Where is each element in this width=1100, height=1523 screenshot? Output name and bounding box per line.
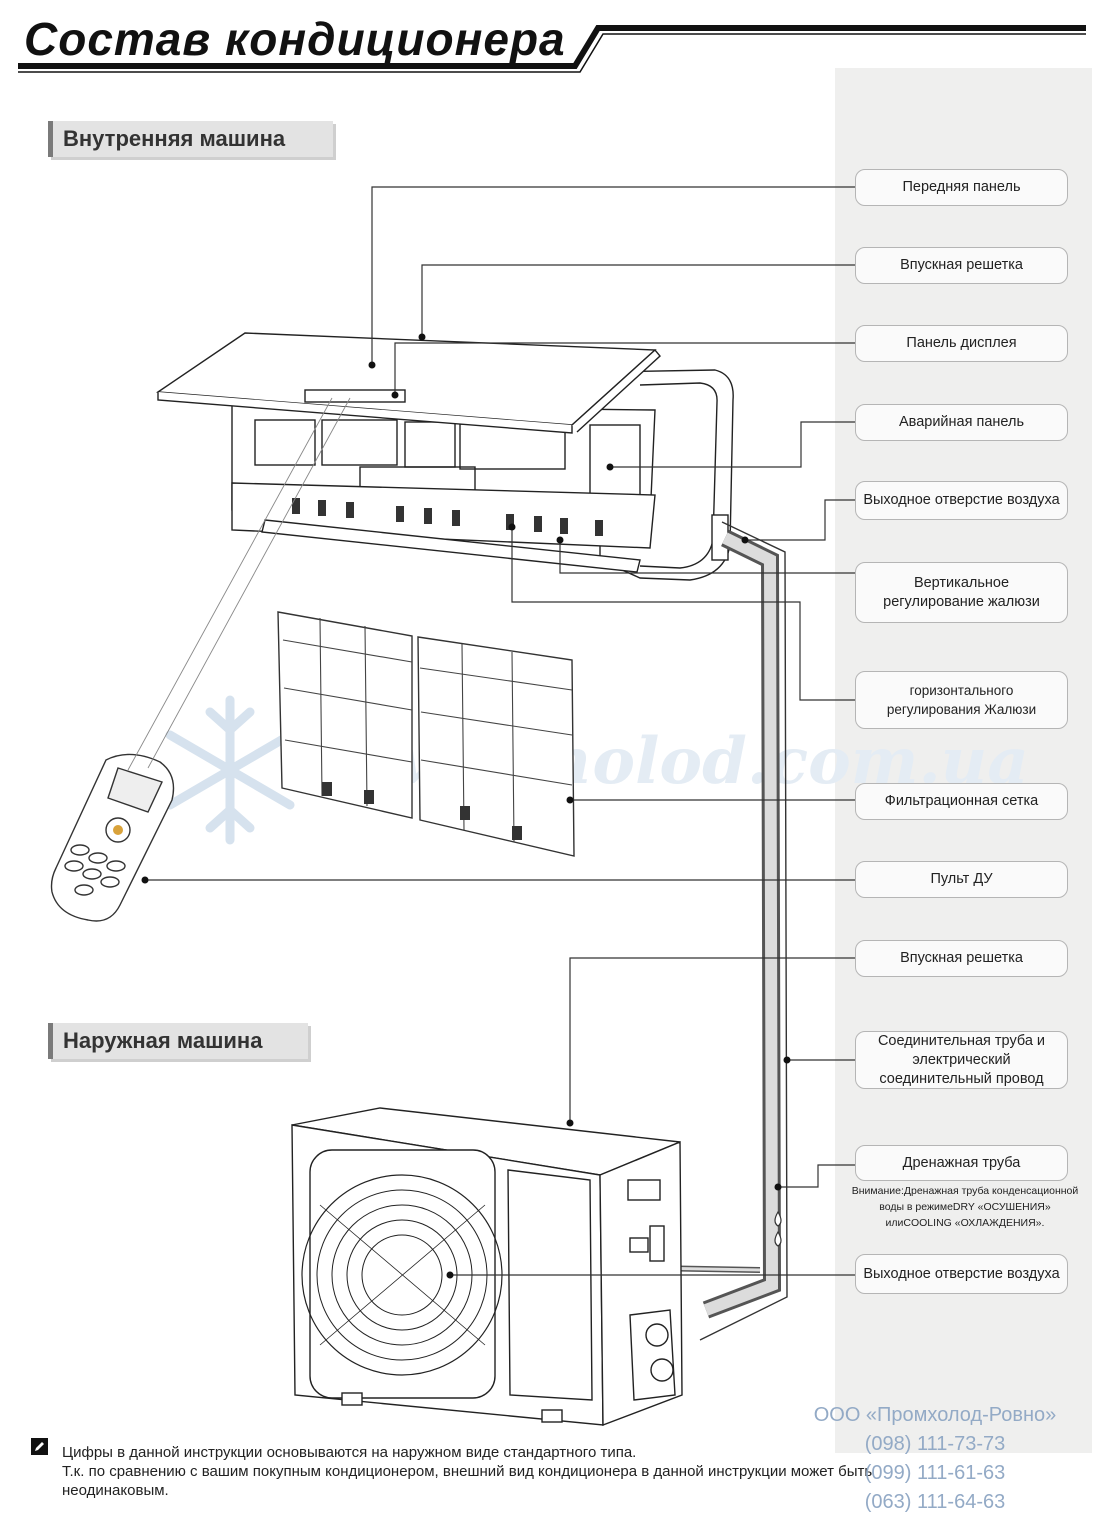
drain-note-line-3: илиCOOLING «ОХЛАЖДЕНИЯ».	[885, 1217, 1045, 1229]
label-air-outlet-outdoor: Выходное отверстие воздуха	[855, 1254, 1068, 1294]
label-front-panel: Передняя панель	[855, 169, 1068, 206]
label-air-outlet-indoor: Выходное отверстие воздуха	[855, 481, 1068, 520]
footer-line-3: неодинаковым.	[62, 1482, 169, 1499]
water-drop-icon	[774, 1210, 782, 1247]
contact-watermark: ООО «Промхолод-Ровно» (098) 111-73-73 (0…	[790, 1401, 1080, 1517]
drain-note-line-2: воды в режимеDRY «ОСУШЕНИЯ»	[879, 1201, 1051, 1213]
contact-phone-1: (098) 111-73-73	[864, 1433, 1006, 1455]
section-indoor-unit: Внутренняя машина	[48, 121, 333, 157]
label-emergency-panel: Аварийная панель	[855, 404, 1068, 441]
footer-line-2: Т.к. по сравнению с вашим покупным конди…	[62, 1463, 873, 1480]
label-column-background	[835, 68, 1092, 1453]
label-connecting-pipe: Соединительная труба и электрический сое…	[855, 1031, 1068, 1089]
snowflake-icon	[165, 695, 295, 845]
contact-company: ООО «Промхолод-Ровно»	[813, 1404, 1057, 1426]
label-display-panel: Панель дисплея	[855, 325, 1068, 362]
label-horizontal-louver: горизонтального регулирования Жалюзи	[855, 671, 1068, 729]
footer-note: Цифры в данной инструкции основываются н…	[62, 1443, 1022, 1500]
label-remote-control: Пульт ДУ	[855, 861, 1068, 898]
label-inlet-grille-indoor: Впускная решетка	[855, 247, 1068, 284]
title-underline	[18, 25, 1086, 73]
contact-phone-3: (063) 111-64-63	[864, 1491, 1006, 1513]
footer-line-1: Цифры в данной инструкции основываются н…	[62, 1444, 637, 1461]
label-drain-pipe: Дренажная труба	[855, 1145, 1068, 1181]
leader-dots	[141, 333, 791, 1279]
indoor-unit-drawing	[155, 332, 734, 581]
section-outdoor-unit: Наружная машина	[48, 1023, 308, 1059]
page-title: Состав кондиционера	[24, 13, 566, 65]
drain-note-line-1: Внимание:Дренажная труба конденсационной	[851, 1185, 1079, 1197]
leader-lines	[127, 186, 855, 1276]
filter-drawing	[277, 611, 575, 857]
label-vertical-louver: Вертикальное регулирование жалюзи	[855, 562, 1068, 623]
pencil-icon	[31, 1438, 48, 1455]
label-inlet-grille-outdoor: Впускная решетка	[855, 940, 1068, 977]
remote-control-drawing	[50, 753, 175, 922]
outdoor-unit-drawing	[291, 1107, 683, 1427]
contact-phone-2: (099) 111-61-63	[864, 1462, 1006, 1484]
label-filter-net: Фильтрационная сетка	[855, 783, 1068, 820]
drain-note: Внимание:Дренажная труба конденсационной…	[845, 1183, 1085, 1231]
